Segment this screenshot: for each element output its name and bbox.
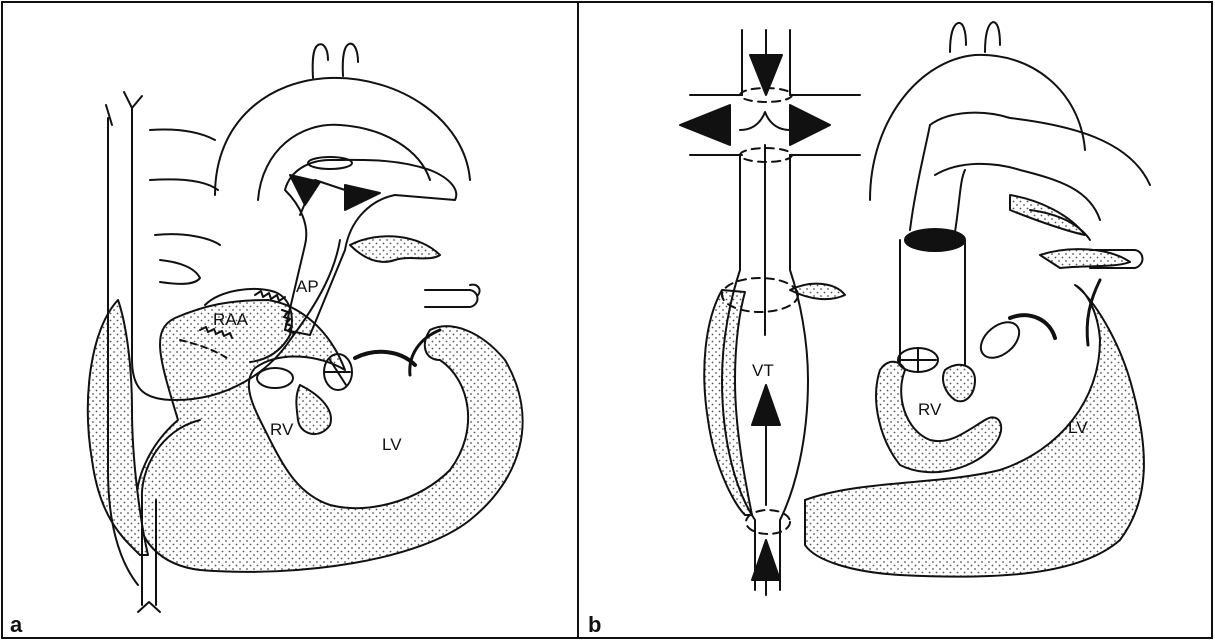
panel-a-vena-cava-top-notch — [124, 92, 142, 108]
panel-a-left-wall — [88, 300, 148, 555]
panel-a-descending-aorta — [150, 129, 220, 245]
panel-b-label-vt: VT — [752, 361, 774, 380]
panel-b-letter: b — [588, 612, 601, 637]
panel-a — [88, 44, 523, 612]
panel-a-arrow-right — [345, 185, 380, 210]
panel-b-aortic-arch — [870, 55, 1085, 200]
panel-b — [680, 22, 1150, 595]
panel-a-aortic-arch — [215, 78, 470, 195]
panel-a-mitral — [355, 352, 415, 365]
panel-b-label-lv: LV — [1068, 418, 1088, 437]
panel-b-conduit-right — [780, 155, 808, 590]
panel-a-heart-wall — [136, 300, 522, 572]
panel-b-label-rv: RV — [918, 400, 942, 419]
panel-b-branch-curve — [740, 112, 790, 130]
panel-a-aortic-branches — [313, 44, 358, 78]
panel-b-aorta-connection — [910, 125, 965, 232]
panel-a-label-raa: RAA — [213, 310, 249, 329]
panel-b-lower-right-patch — [1040, 249, 1130, 268]
panel-a-pulm-vessel-2 — [425, 290, 478, 307]
panel-a-label-lv: LV — [382, 435, 402, 454]
panel-b-aortic-valve — [974, 315, 1026, 365]
panel-a-letter: a — [10, 612, 23, 637]
panel-b-right-patch — [1010, 195, 1085, 235]
panel-a-label-rv: RV — [270, 420, 294, 439]
panel-b-septum — [943, 365, 975, 402]
panel-a-pulmonary-valve — [257, 368, 293, 388]
panel-b-arrow-left — [680, 105, 730, 145]
panel-b-arrow-right — [790, 105, 830, 145]
panel-a-label-ap: AP — [296, 277, 319, 296]
panel-b-tube-wall — [704, 290, 752, 515]
panel-b-conduit-band — [905, 229, 965, 251]
panel-a-pulm-vessel-1 — [160, 260, 200, 284]
panel-a-septum-patch — [296, 385, 331, 434]
panel-a-upper-wall — [350, 236, 440, 262]
panel-b-aortic-branches — [950, 22, 1000, 52]
